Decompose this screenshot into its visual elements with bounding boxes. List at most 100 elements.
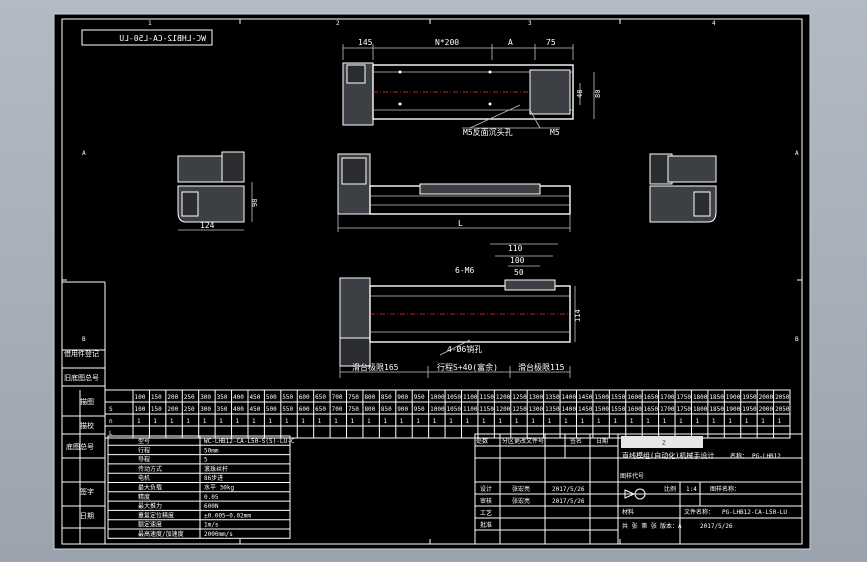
- stroke-header-cell: 400: [233, 394, 244, 401]
- stroke-n-cell: 1: [613, 418, 617, 425]
- stroke-s-cell: 350: [217, 406, 228, 413]
- material-label: 材料: [622, 508, 634, 516]
- front-view: [337, 153, 571, 232]
- rev-header-count: 处数: [476, 437, 488, 445]
- role-review: 审核: [480, 497, 492, 505]
- stroke-s-cell: 1050: [447, 406, 462, 413]
- stroke-s-cell: 1800: [693, 406, 708, 413]
- label-tracing: 描图: [80, 397, 94, 406]
- zone-label-b: B: [82, 336, 86, 343]
- stroke-s-cell: 400: [233, 406, 244, 413]
- stroke-header-cell: 800: [364, 394, 375, 401]
- title-block: [474, 433, 803, 545]
- zone-label-2: 2: [336, 20, 340, 27]
- file-label: 文件名称：: [684, 508, 714, 516]
- mirrored-drawing-code: WC-LHB12-CA-L50-LU: [119, 34, 206, 43]
- spec-value: 滚珠丝杆: [204, 465, 228, 473]
- label-tracing-check: 描校: [80, 421, 94, 430]
- spec-value: 5: [204, 457, 208, 464]
- stroke-header-cell: 1800: [693, 394, 708, 401]
- stroke-s-cell: 1400: [562, 406, 577, 413]
- stroke-n-cell: 1: [137, 418, 141, 425]
- stroke-s-cell: 1000: [430, 406, 445, 413]
- role-design: 设计: [480, 485, 492, 493]
- stroke-header-cell: 650: [315, 394, 326, 401]
- stroke-n-cell: 1: [646, 418, 650, 425]
- stroke-n-cell: 1: [466, 418, 470, 425]
- stroke-s-cell: 2000: [759, 406, 774, 413]
- rev-header-sign: 签名: [570, 437, 582, 445]
- bottom-view-motor: [339, 277, 371, 339]
- spec-value: 2000mm/s: [204, 531, 233, 538]
- stroke-n-cell: 1: [597, 418, 601, 425]
- dim-50: 50: [514, 268, 524, 277]
- stroke-s-cell: 500: [266, 406, 277, 413]
- stroke-header-cell: 1750: [677, 394, 692, 401]
- stroke-header-cell: 1100: [463, 394, 478, 401]
- file-name: PG-LHB12-CA-L50-LU: [722, 509, 787, 516]
- stroke-n-cell: 1: [170, 418, 174, 425]
- zone-label-a: A: [82, 150, 86, 157]
- stroke-header-cell: 1650: [644, 394, 659, 401]
- stroke-n-cell: 1: [564, 418, 568, 425]
- stroke-n-cell: 1: [580, 418, 584, 425]
- stroke-s-cell: 850: [381, 406, 392, 413]
- dim-124: 124: [200, 221, 215, 230]
- stroke-table: SnL1001001150150120020012502501300300135…: [104, 389, 791, 439]
- stroke-s-cell: 1750: [677, 406, 692, 413]
- drawing-sheet: [53, 13, 811, 550]
- stroke-n-cell: 1: [416, 418, 420, 425]
- stroke-header-cell: 1550: [611, 394, 626, 401]
- dim-a: A: [508, 38, 513, 47]
- stroke-n-cell: 1: [663, 418, 667, 425]
- stroke-header-cell: 250: [184, 394, 195, 401]
- sheet-label: 共 张 第 张: [622, 522, 657, 530]
- stroke-s-cell: 1150: [479, 406, 494, 413]
- stroke-row-label: S: [109, 406, 113, 413]
- note-pin-holes: 4-Ø6销孔: [447, 344, 482, 354]
- spec-label: 最大负载: [138, 484, 162, 492]
- stroke-s-cell: 1500: [594, 406, 609, 413]
- stroke-s-cell: 1200: [496, 406, 511, 413]
- stroke-header-cell: 900: [397, 394, 408, 401]
- spec-value: 600N: [204, 503, 219, 510]
- rev-header-doc: 更改文件号: [514, 437, 544, 445]
- top-view-slider: [529, 69, 571, 115]
- stroke-n-cell: 1: [153, 418, 157, 425]
- role-review-date: 2017/5/26: [552, 498, 585, 505]
- note-m5-counterbore: M5反面沉头孔: [463, 127, 513, 137]
- dim-100: 100: [510, 256, 525, 265]
- stroke-header-cell: 500: [266, 394, 277, 401]
- stroke-header-cell: 1600: [627, 394, 642, 401]
- stroke-n-cell: 1: [433, 418, 437, 425]
- stroke-s-cell: 450: [249, 406, 260, 413]
- stroke-n-cell: 1: [351, 418, 355, 425]
- stroke-n-cell: 1: [252, 418, 256, 425]
- rev-header-zone: 分区: [502, 437, 514, 445]
- stroke-header-cell: 1900: [726, 394, 741, 401]
- stroke-header-cell: 1150: [479, 394, 494, 401]
- stroke-header-cell: 2000: [759, 394, 774, 401]
- role-design-date: 2017/5/26: [552, 486, 585, 493]
- stroke-n-cell: 1: [778, 418, 782, 425]
- stroke-n-cell: 1: [334, 418, 338, 425]
- stroke-n-cell: 1: [531, 418, 535, 425]
- stroke-header-cell: 1500: [594, 394, 609, 401]
- scale-value: 1:4: [686, 486, 697, 493]
- spec-label: 精度: [138, 493, 150, 501]
- dim-80: 80: [594, 90, 602, 98]
- stroke-s-cell: 750: [348, 406, 359, 413]
- label-borrowed: 借用件登记: [64, 349, 99, 358]
- role-review-name: 张宏亮: [512, 497, 530, 505]
- stroke-s-cell: 1100: [463, 406, 478, 413]
- spec-value: 50mm: [204, 447, 219, 454]
- rev-header-date: 日期: [596, 437, 608, 445]
- stroke-s-cell: 1550: [611, 406, 626, 413]
- drawing-title: 直线模组(自动化)机械手设计: [622, 451, 714, 460]
- stroke-header-cell: 1850: [709, 394, 724, 401]
- label-signature: 签字: [80, 487, 94, 496]
- stroke-s-cell: 1900: [726, 406, 741, 413]
- stroke-n-cell: 1: [548, 418, 552, 425]
